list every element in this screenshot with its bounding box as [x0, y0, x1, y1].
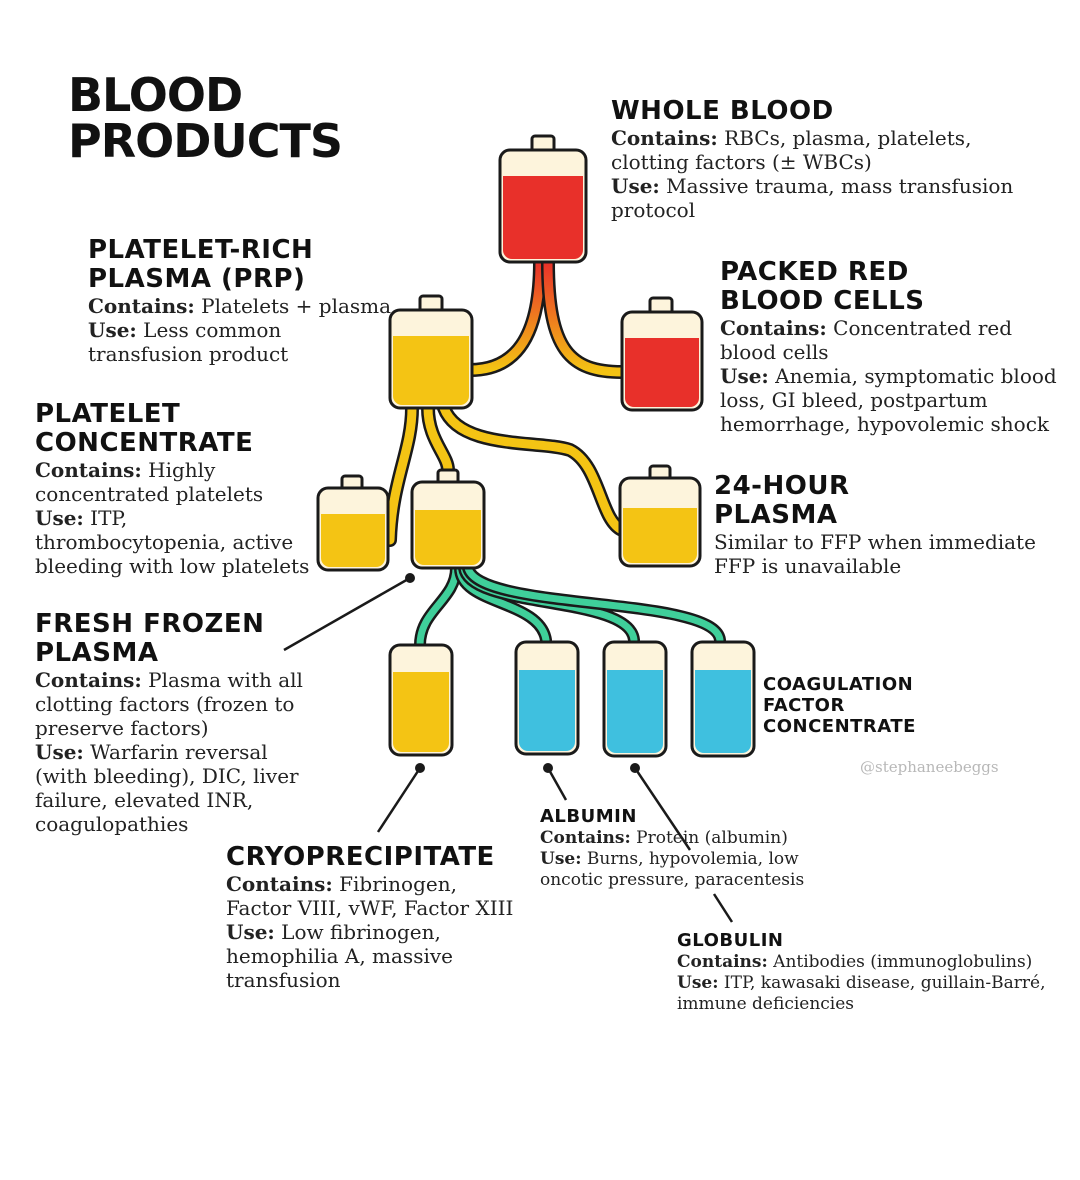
plasma-24h-desc: Similar to FFP when immediate — [714, 530, 1036, 554]
blood-bag-icon-prbc — [620, 296, 704, 412]
watermark: @stephaneebeggs — [860, 758, 999, 776]
cryo-contains-2: Factor VIII, vWF, Factor XIII — [226, 896, 514, 920]
ffp-use-4: coagulopathies — [35, 812, 189, 836]
prbc-heading-1: PACKED RED — [720, 257, 909, 287]
cryo-use-2: hemophilia A, massive — [226, 944, 453, 968]
ffp-use-3: failure, elevated INR, — [35, 788, 254, 812]
albumin-label: ALBUMIN Contains: Protein (albumin) Use:… — [540, 806, 804, 891]
ffp-contains: Contains: Plasma with all — [35, 668, 303, 692]
albumin-use: Use: Burns, hypovolemia, low — [540, 849, 799, 869]
cryo-label: CRYOPRECIPITATE Contains: Fibrinogen, Fa… — [226, 842, 513, 992]
ffp-contains-2: clotting factors (frozen to — [35, 692, 295, 716]
prbc-heading-2: BLOOD CELLS — [720, 286, 925, 316]
prbc-contains: Contains: Concentrated red — [720, 316, 1013, 340]
globulin-heading: GLOBULIN — [677, 930, 784, 951]
prp-heading-1: PLATELET-RICH — [88, 235, 314, 265]
prbc-use-2: loss, GI bleed, postpartum — [720, 388, 988, 412]
title-line-2: PRODUCTS — [68, 114, 343, 168]
platelet-heading-2: CONCENTRATE — [35, 428, 254, 458]
platelet-heading-1: PLATELET — [35, 399, 181, 429]
whole-blood-use: Use: Massive trauma, mass transfusion — [611, 174, 1014, 198]
pointer-line-globulin — [630, 763, 734, 923]
tube-whole-to-prp — [463, 255, 547, 377]
globulin-contains: Contains: Antibodies (immunoglobulins) — [677, 952, 1033, 972]
blood-bag-icon-coag — [690, 640, 756, 758]
tube-ffp-to-fractions — [414, 562, 726, 651]
tube-whole-to-prbc — [541, 255, 629, 379]
prbc-label: PACKED RED BLOOD CELLS Contains: Concent… — [720, 257, 1057, 437]
cryo-use-3: transfusion — [226, 968, 341, 992]
blood-bag-icon-cryo — [388, 643, 454, 757]
prbc-contains-2: blood cells — [720, 340, 829, 364]
whole-blood-use-2: protocol — [611, 198, 696, 222]
whole-blood-heading: WHOLE BLOOD — [611, 96, 834, 126]
albumin-contains: Contains: Protein (albumin) — [540, 828, 788, 848]
prp-label: PLATELET-RICH PLASMA (PRP) Contains: Pla… — [88, 235, 392, 367]
ffp-use-2: (with bleeding), DIC, liver — [35, 764, 299, 788]
pointer-line-ffp — [283, 573, 415, 652]
globulin-label: GLOBULIN Contains: Antibodies (immunoglo… — [677, 930, 1045, 1015]
ffp-use: Use: Warfarin reversal — [35, 740, 268, 764]
prbc-use-3: hemorrhage, hypovolemic shock — [720, 412, 1050, 436]
prp-use-2: transfusion product — [88, 342, 289, 366]
prbc-use: Use: Anemia, symptomatic blood — [720, 364, 1057, 388]
blood-bag-icon-24h — [618, 464, 702, 568]
blood-bag-icon-ffp — [410, 468, 486, 570]
pointer-line-cryo — [376, 763, 425, 833]
platelet-use-3: bleeding with low platelets — [35, 554, 310, 578]
blood-bag-icon-whole — [498, 134, 588, 264]
blood-bag-icon-prp — [388, 294, 474, 410]
cryo-contains: Contains: Fibrinogen, — [226, 872, 457, 896]
coag-factor-label: COAGULATION FACTOR CONCENTRATE — [763, 674, 916, 737]
platelet-contains: Contains: Highly — [35, 458, 216, 482]
prp-contains: Contains: Platelets + plasma — [88, 294, 392, 318]
plasma-24h-heading-1: 24-HOUR — [714, 471, 850, 501]
platelet-contains-2: concentrated platelets — [35, 482, 264, 506]
ffp-heading-2: PLASMA — [35, 638, 159, 668]
whole-blood-contains-2: clotting factors (± WBCs) — [611, 150, 872, 174]
prp-use: Use: Less common — [88, 318, 282, 342]
ffp-label: FRESH FROZEN PLASMA Contains: Plasma wit… — [35, 609, 303, 837]
albumin-heading: ALBUMIN — [540, 806, 637, 827]
platelet-use: Use: ITP, — [35, 506, 128, 530]
coag-heading-2: FACTOR — [763, 695, 845, 716]
blood-bag-icon-platelet — [316, 474, 390, 572]
tube-prp-to-platelet — [383, 401, 419, 547]
ffp-heading-1: FRESH FROZEN — [35, 609, 265, 639]
blood-bag-icon-albumin — [514, 640, 580, 756]
whole-blood-contains: Contains: RBCs, plasma, platelets, — [611, 126, 972, 150]
cryo-use: Use: Low fibrinogen, — [226, 920, 441, 944]
plasma-24h-label: 24-HOUR PLASMA Similar to FFP when immed… — [714, 471, 1036, 579]
cryo-heading: CRYOPRECIPITATE — [226, 842, 495, 872]
globulin-use: Use: ITP, kawasaki disease, guillain-Bar… — [677, 973, 1046, 993]
plasma-24h-heading-2: PLASMA — [714, 500, 838, 530]
ffp-contains-3: preserve factors) — [35, 716, 209, 740]
blood-bag-icon-globulin — [602, 640, 668, 758]
tube-prp-to-24h — [437, 401, 629, 537]
platelet-use-2: thrombocytopenia, active — [35, 530, 294, 554]
title-line-1: BLOOD — [68, 68, 243, 122]
platelet-concentrate-label: PLATELET CONCENTRATE Contains: Highly co… — [35, 399, 310, 579]
plasma-24h-desc-2: FFP is unavailable — [714, 554, 902, 578]
coag-heading-1: COAGULATION — [763, 674, 914, 695]
prp-heading-2: PLASMA (PRP) — [88, 264, 306, 294]
globulin-use-2: immune deficiencies — [677, 994, 855, 1014]
page-title: BLOOD PRODUCTS — [68, 68, 343, 168]
albumin-use-2: oncotic pressure, paracentesis — [540, 870, 805, 890]
whole-blood-label: WHOLE BLOOD Contains: RBCs, plasma, plat… — [611, 96, 1013, 222]
pointer-line-albumin — [543, 763, 568, 801]
coag-heading-3: CONCENTRATE — [763, 716, 916, 737]
tube-prp-to-ffp — [421, 401, 455, 477]
